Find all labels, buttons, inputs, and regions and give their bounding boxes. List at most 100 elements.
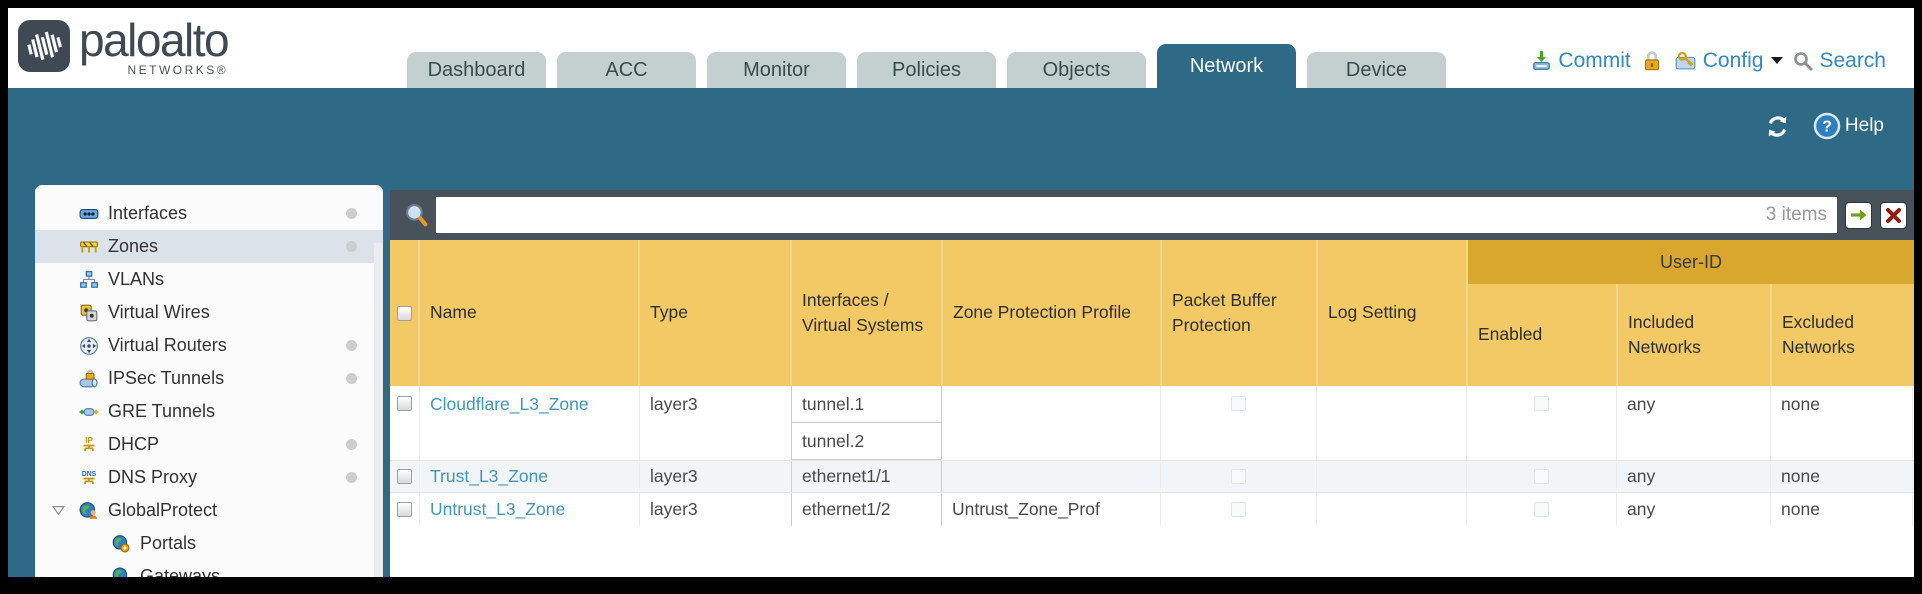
tab-acc[interactable]: ACC	[557, 52, 696, 88]
zone-protection-profile-cell	[942, 386, 1161, 460]
interface-entry: ethernet1/2	[802, 499, 891, 519]
column-header-interfaces[interactable]: Interfaces / Virtual Systems	[792, 240, 943, 386]
table-row[interactable]: Trust_L3_Zone layer3 ethernet1/1 any non…	[390, 460, 1914, 492]
config-button[interactable]: Config	[1673, 48, 1784, 73]
type-cell: layer3	[650, 499, 698, 519]
zones-panel: 3 items Name Type Interfaces / Virtual S…	[390, 190, 1914, 577]
included-networks-cell: any	[1617, 461, 1771, 492]
zone-name-link[interactable]: Cloudflare_L3_Zone	[430, 394, 589, 414]
type-cell: layer3	[650, 394, 698, 414]
sidebar-item-globalprotect[interactable]: GlobalProtect	[35, 494, 383, 527]
log-setting-cell	[1317, 493, 1467, 526]
tab-objects[interactable]: Objects	[1007, 52, 1146, 88]
item-count: 3 items	[1765, 204, 1827, 225]
ipsec-tunnels-icon	[79, 369, 98, 387]
filter-search-icon	[406, 203, 428, 226]
column-header-zone-protection-profile[interactable]: Zone Protection Profile	[943, 240, 1162, 386]
column-header-log-setting[interactable]: Log Setting	[1318, 240, 1468, 386]
user-id-enabled-checkbox	[1534, 502, 1549, 517]
commit-icon	[1533, 51, 1551, 70]
column-header-excluded-networks[interactable]: Excluded Networks	[1782, 311, 1855, 357]
brand-name: paloalto	[79, 14, 230, 66]
help-icon: ?	[1813, 112, 1841, 140]
search-icon	[1794, 51, 1813, 70]
excluded-networks-cell: none	[1771, 493, 1913, 526]
config-icon	[1675, 51, 1696, 70]
tab-policies[interactable]: Policies	[857, 52, 996, 88]
sidebar-scrollbar[interactable]	[374, 243, 383, 577]
sidebar-item-interfaces[interactable]: Interfaces	[35, 197, 383, 230]
portals-icon	[112, 534, 130, 552]
excluded-networks-cell: none	[1771, 461, 1913, 492]
zone-protection-profile-cell	[942, 461, 1161, 492]
sidebar-item-portals[interactable]: Portals	[35, 527, 383, 560]
help-button[interactable]: ? Help	[1813, 112, 1884, 140]
search-label: Search	[1819, 48, 1886, 72]
interfaces-cell: ethernet1/1	[791, 461, 942, 492]
tab-network[interactable]: Network	[1157, 44, 1296, 88]
svg-text:IP: IP	[85, 435, 93, 445]
sidebar-item-dhcp[interactable]: IP DHCP	[35, 428, 383, 461]
column-header-included-networks[interactable]: Included Networks	[1618, 284, 1772, 386]
status-dot	[346, 373, 357, 384]
tab-device[interactable]: Device	[1307, 52, 1446, 88]
interface-entry: tunnel.2	[792, 423, 941, 460]
sidebar-item-ipsec-tunnels[interactable]: IPSec Tunnels	[35, 362, 383, 395]
interfaces-icon	[79, 208, 99, 219]
packet-buffer-checkbox	[1231, 396, 1246, 411]
column-header-type[interactable]: Type	[640, 240, 792, 386]
zone-name-link[interactable]: Untrust_L3_Zone	[430, 499, 566, 519]
column-header-name[interactable]: Name	[420, 240, 640, 386]
log-setting-cell	[1317, 461, 1467, 492]
interfaces-cell: tunnel.1 tunnel.2	[791, 386, 942, 460]
table-row[interactable]: Untrust_L3_Zone layer3 ethernet1/2 Untru…	[390, 492, 1914, 526]
sidebar-item-gre-tunnels[interactable]: GRE Tunnels	[35, 395, 383, 428]
filter-input-wrap: 3 items	[436, 197, 1837, 233]
gre-tunnels-icon	[79, 407, 99, 416]
sidebar-item-gateways[interactable]: Gateways	[35, 560, 383, 577]
filter-input[interactable]	[436, 197, 1837, 233]
status-dot	[346, 472, 357, 483]
dns-proxy-icon: DNS	[82, 470, 97, 484]
sidebar-item-virtual-routers[interactable]: Virtual Routers	[35, 329, 383, 362]
refresh-button[interactable]	[1764, 113, 1791, 140]
svg-text:DNS: DNS	[82, 470, 97, 477]
caret-down-icon	[1771, 57, 1784, 64]
tab-dashboard[interactable]: Dashboard	[407, 52, 546, 88]
row-checkbox[interactable]	[397, 469, 412, 484]
lock-icon[interactable]	[1640, 49, 1664, 73]
status-dot	[346, 340, 357, 351]
commit-button[interactable]: Commit	[1530, 49, 1631, 73]
row-checkbox[interactable]	[397, 502, 412, 517]
user-id-enabled-checkbox	[1534, 396, 1549, 411]
interface-entry: ethernet1/1	[802, 466, 891, 486]
sidebar-item-zones[interactable]: Zones	[35, 230, 383, 263]
sidebar-item-vlans[interactable]: VLANs	[35, 263, 383, 296]
virtual-wires-icon	[80, 304, 98, 321]
apply-filter-button[interactable]	[1845, 201, 1872, 229]
vlans-icon	[80, 270, 98, 288]
table-body: Cloudflare_L3_Zone layer3 tunnel.1 tunne…	[390, 386, 1914, 526]
status-dot	[346, 439, 357, 450]
column-header-packet-buffer-protection[interactable]: Packet Buffer Protection	[1162, 240, 1318, 386]
collapse-triangle-icon[interactable]	[52, 505, 65, 516]
svg-text:?: ?	[1822, 119, 1832, 136]
excluded-networks-cell: none	[1771, 386, 1913, 460]
packet-buffer-checkbox	[1231, 502, 1246, 517]
header-actions: Commit Config Search	[1530, 48, 1886, 73]
clear-filter-button[interactable]	[1880, 201, 1907, 229]
paloalto-logo-icon	[18, 20, 70, 72]
config-label: Config	[1702, 48, 1764, 72]
search-button[interactable]: Search	[1792, 49, 1886, 73]
table-row[interactable]: Cloudflare_L3_Zone layer3 tunnel.1 tunne…	[390, 386, 1914, 460]
row-checkbox[interactable]	[397, 396, 412, 411]
zone-name-link[interactable]: Trust_L3_Zone	[430, 466, 549, 486]
included-networks-cell: any	[1617, 493, 1771, 526]
user-id-group: User-ID Enabled Included Networks Exclud…	[1468, 240, 1914, 386]
help-label: Help	[1844, 115, 1884, 136]
tab-monitor[interactable]: Monitor	[707, 52, 846, 88]
select-all-checkbox[interactable]	[396, 305, 412, 321]
sidebar-item-dns-proxy[interactable]: DNS DNS Proxy	[35, 461, 383, 494]
column-header-enabled[interactable]: Enabled	[1468, 284, 1618, 386]
sidebar-item-virtual-wires[interactable]: Virtual Wires	[35, 296, 383, 329]
